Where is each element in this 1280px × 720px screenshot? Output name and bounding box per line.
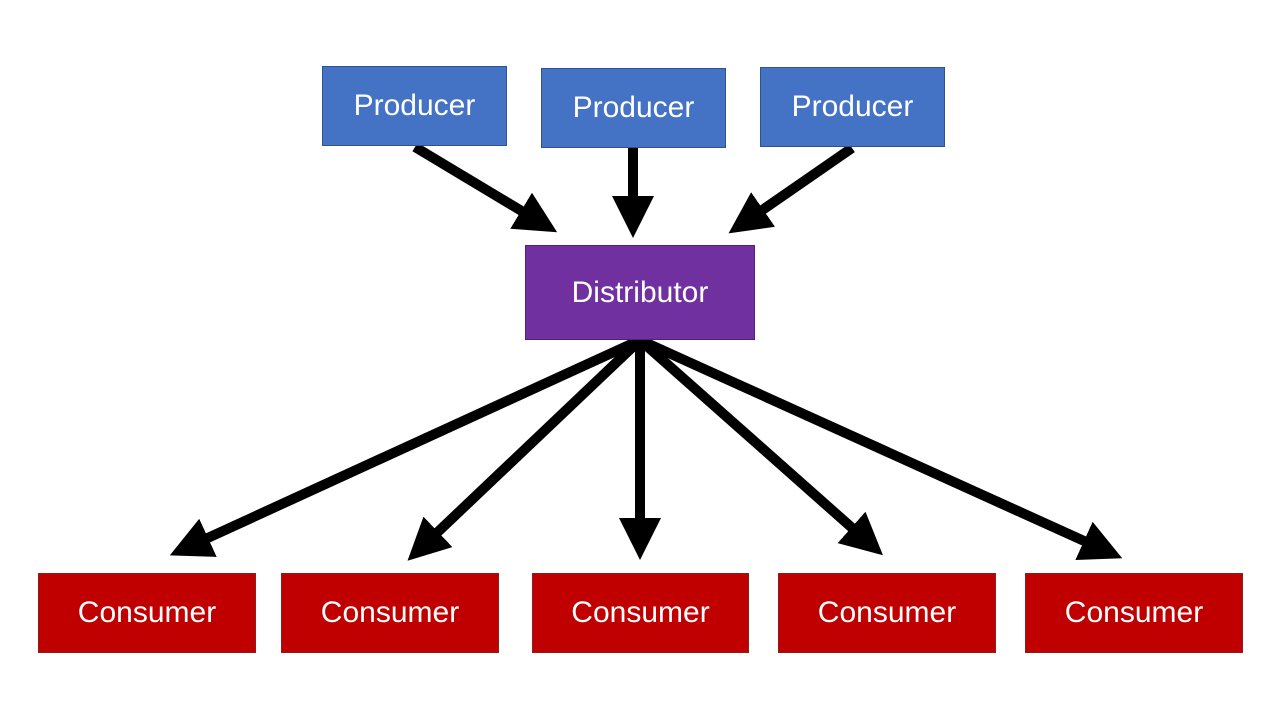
consumer-box: Consumer <box>778 573 996 653</box>
arrow-distributor-to-consumer-5 <box>637 335 1123 561</box>
consumer-label: Consumer <box>817 596 957 629</box>
consumer-label: Consumer <box>1064 596 1204 629</box>
consumer-label: Consumer <box>77 596 217 629</box>
distributor-box: Distributor <box>525 245 755 340</box>
consumer-box: Consumer <box>281 573 499 653</box>
arrow-producer-3-to-distributor <box>728 143 855 234</box>
distributor-label: Distributor <box>571 275 709 309</box>
arrow-distributor-to-consumer-1 <box>169 335 643 557</box>
producer-box: Producer <box>322 66 507 146</box>
producer-label: Producer <box>791 90 914 123</box>
arrow-producer-1-to-distributor <box>412 142 558 233</box>
consumer-label: Consumer <box>571 596 710 629</box>
consumer-box: Consumer <box>1025 573 1243 653</box>
consumer-label: Consumer <box>320 596 460 629</box>
producer-label: Producer <box>353 89 476 122</box>
arrow-distributor-to-consumer-2 <box>407 336 644 561</box>
consumer-box: Consumer <box>38 573 256 653</box>
producer-label: Producer <box>572 91 695 124</box>
producer-box: Producer <box>541 68 726 148</box>
consumer-box: Consumer <box>532 573 749 653</box>
arrow-distributor-to-consumer-4 <box>636 336 883 556</box>
producer-box: Producer <box>760 67 945 147</box>
